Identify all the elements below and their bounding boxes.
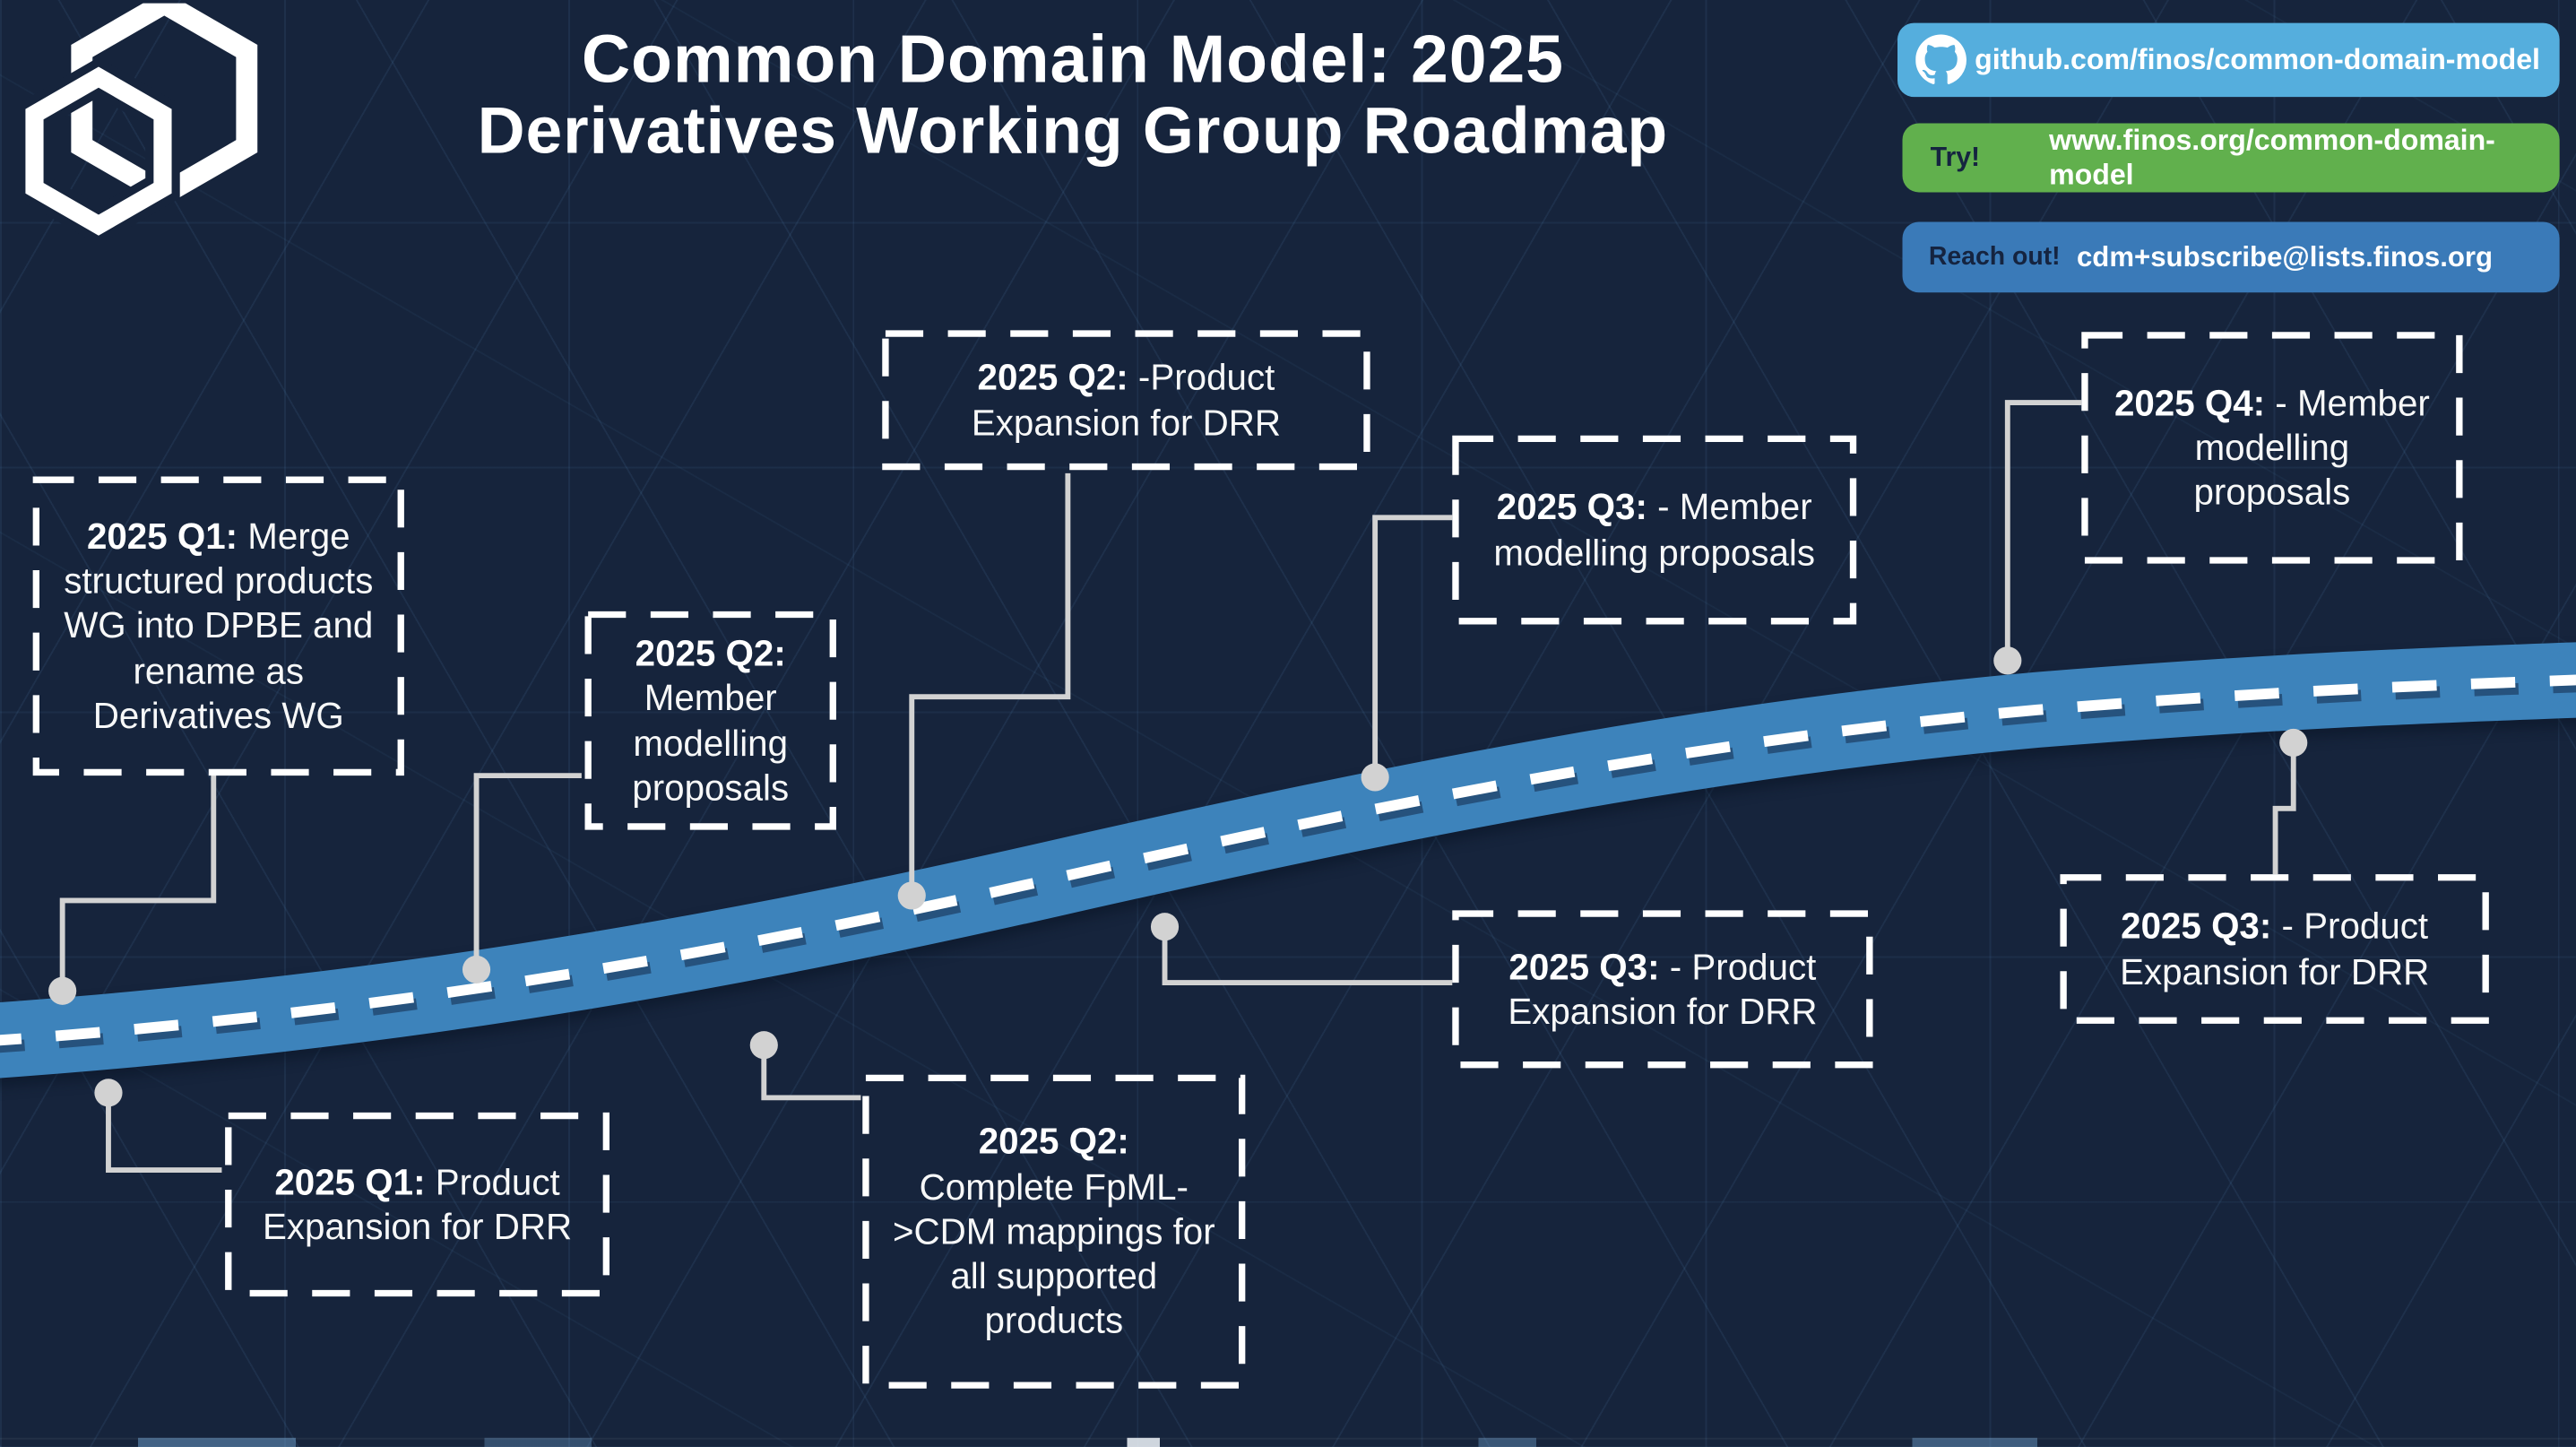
timeline-dot xyxy=(462,955,491,983)
reach-out-email-text[interactable]: cdm+subscribe@lists.finos.org xyxy=(2076,240,2494,273)
page-title-line2: Derivatives Working Group Roadmap xyxy=(477,95,1669,169)
timeline-dot xyxy=(749,1031,778,1060)
milestone-text: Complete FpML->CDM mappings for all supp… xyxy=(892,1165,1215,1342)
milestone-quarter: 2025 Q2: xyxy=(978,1121,1129,1163)
bottom-pattern-strip xyxy=(0,1437,2576,1447)
timeline-dot xyxy=(1993,646,2022,675)
milestone-quarter: 2025 Q4: xyxy=(2114,382,2266,424)
github-link-badge[interactable]: github.com/finos/common-domain-model xyxy=(1897,22,2560,98)
timeline-dot xyxy=(1150,913,1180,941)
connector-lines xyxy=(59,400,2296,1173)
reach-out-badge[interactable]: Reach out! cdm+subscribe@lists.finos.org xyxy=(1902,221,2560,293)
milestone-box-2025-q1-merge: 2025 Q1: Merge structured products WG in… xyxy=(32,476,404,776)
page-title-line1: Common Domain Model: 2025 xyxy=(581,21,1564,98)
milestone-text: Product Expansion for DRR xyxy=(262,1161,573,1248)
milestone-quarter: 2025 Q3: xyxy=(2121,905,2272,948)
road-dash-shadow xyxy=(0,680,2576,1053)
page-title: Common Domain Model: 2025 Derivatives Wo… xyxy=(280,21,1867,169)
milestone-text: - Member modelling proposals xyxy=(2193,382,2430,514)
connector-q1-merge xyxy=(59,774,217,986)
connector-q3-product-right xyxy=(2272,746,2296,875)
connector-q2-member xyxy=(473,773,582,966)
milestone-box-2025-q3-member-modelling: 2025 Q3: - Member modelling proposals xyxy=(1452,435,1857,625)
github-link-text[interactable]: github.com/finos/common-domain-model xyxy=(1975,42,2540,76)
milestone-text: - Product Expansion for DRR xyxy=(2120,905,2430,992)
try-label: Try! xyxy=(1930,142,1981,172)
connector-q1-product xyxy=(106,1094,222,1173)
finos-cdm-logo xyxy=(17,3,258,244)
milestone-box-2025-q2-fpml-mappings: 2025 Q2: Complete FpML->CDM mappings for… xyxy=(862,1074,1246,1389)
try-link-text[interactable]: www.finos.org/common-domain-model xyxy=(2049,123,2495,191)
milestone-box-2025-q3-product-expansion-mid: 2025 Q3: - Product Expansion for DRR xyxy=(1452,910,1873,1069)
milestone-text: -Product Expansion for DRR xyxy=(971,357,1282,443)
milestone-box-2025-q3-product-expansion-right: 2025 Q3: - Product Expansion for DRR xyxy=(2060,874,2489,1024)
timeline-dot xyxy=(2279,728,2308,758)
milestone-quarter: 2025 Q1: xyxy=(86,516,238,558)
timeline-dot xyxy=(897,881,926,910)
milestone-text: Merge structured products WG into DPBE a… xyxy=(64,516,374,736)
milestone-quarter: 2025 Q3: xyxy=(1508,946,1660,988)
timeline-dot xyxy=(48,976,77,1005)
milestone-quarter: 2025 Q3: xyxy=(1496,486,1647,528)
milestone-box-2025-q4-member-modelling: 2025 Q4: - Member modelling proposals xyxy=(2081,332,2463,564)
milestone-text: - Member modelling proposals xyxy=(1493,486,1816,573)
connector-q3-product-mid xyxy=(1162,930,1453,986)
connector-q2-fpml xyxy=(761,1048,861,1101)
timeline-dot xyxy=(1361,763,1389,792)
milestone-text: - Product Expansion for DRR xyxy=(1508,946,1818,1033)
milestone-quarter: 2025 Q2: xyxy=(635,632,786,674)
try-link-badge[interactable]: Try! www.finos.org/common-domain-model xyxy=(1902,123,2560,193)
timeline-dots xyxy=(48,646,2308,1107)
connector-q4-member xyxy=(2004,400,2082,658)
milestone-text: Member modelling proposals xyxy=(632,677,790,809)
timeline-dot xyxy=(94,1079,123,1107)
reach-out-label: Reach out! xyxy=(1928,242,2061,271)
milestone-box-2025-q2-member-modelling: 2025 Q2: Member modelling proposals xyxy=(584,611,836,830)
milestone-quarter: 2025 Q1: xyxy=(274,1161,426,1203)
milestone-box-2025-q2-product-expansion: 2025 Q2: -Product Expansion for DRR xyxy=(882,330,1370,471)
logo-hexagon-inner xyxy=(25,66,172,236)
connector-q2-product xyxy=(909,472,1071,891)
github-octocat-icon xyxy=(1915,34,1967,85)
milestone-box-2025-q1-product-expansion: 2025 Q1: Product Expansion for DRR xyxy=(225,1112,610,1297)
milestone-quarter: 2025 Q2: xyxy=(977,357,1128,398)
connector-q3-member xyxy=(1372,515,1453,775)
road-center-dashed-line xyxy=(0,674,2576,1046)
